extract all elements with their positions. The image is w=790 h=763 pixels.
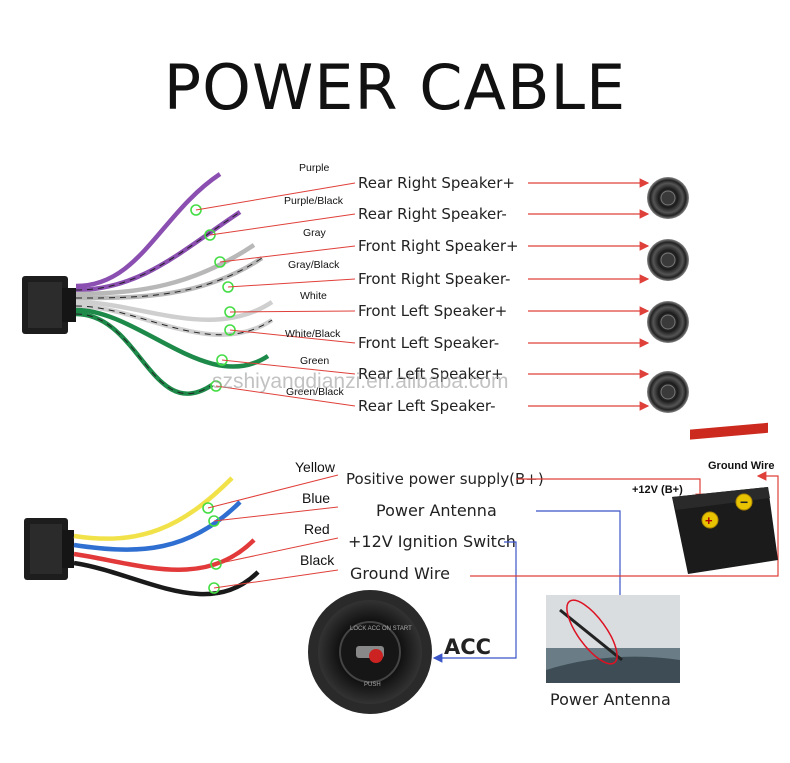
speaker-wire [75, 299, 274, 323]
speaker-wire-color-label: Purple [299, 162, 330, 174]
power-wire-color-label: Red [304, 521, 330, 537]
speaker-wire-stripe [75, 257, 263, 299]
svg-text:PUSH: PUSH [364, 682, 381, 688]
speaker-wire-stripe [75, 305, 273, 336]
speaker-leader-line [209, 213, 356, 236]
battery: + − +12V (B+) Ground Wire [632, 422, 778, 574]
speaker-wire [75, 172, 222, 289]
battery-ground-label: Ground Wire [708, 460, 775, 472]
speaker-wire-color-label: Gray [303, 227, 327, 239]
svg-text:−: − [740, 494, 748, 510]
power-leader-line [213, 569, 339, 589]
speaker-leader-line [215, 385, 356, 407]
speaker-icon [647, 177, 689, 219]
speaker-wire-color-label: Purple/Black [284, 195, 344, 207]
speaker-wire-color-label: White/Black [285, 328, 341, 340]
solder-point-ring [224, 324, 236, 336]
power-wire [73, 538, 256, 572]
power-wire-color-label: Black [300, 552, 335, 568]
speaker-function-label: Rear Left Speaker+ [358, 365, 504, 383]
speaker-wire-stripe [75, 211, 241, 291]
solder-point-ring [208, 582, 220, 594]
speaker-icon [647, 239, 689, 281]
ground-line [470, 471, 779, 577]
speaker-wire-color-label: Green/Black [286, 386, 345, 398]
speaker-wire [75, 210, 242, 293]
battery-label: +12V (B+) [632, 484, 683, 496]
speaker-leader-line [221, 359, 356, 375]
battery-negative-terminal [735, 493, 753, 511]
speaker-wire-color-label: White [300, 290, 327, 302]
svg-text:LOCK ACC ON START: LOCK ACC ON START [350, 626, 412, 632]
power-wire-color-label: Yellow [295, 459, 336, 475]
speaker-wire [75, 243, 256, 297]
speaker-function-label: Front Left Speaker- [358, 334, 499, 352]
solder-point-ring [210, 558, 222, 570]
speaker-leader-line [229, 329, 356, 344]
solder-point-ring [202, 502, 214, 514]
solder-point-ring [214, 256, 226, 268]
solder-point-ring [208, 515, 220, 527]
svg-text:+: + [705, 513, 713, 528]
speaker-icon [647, 301, 689, 343]
power-wire-color-label: Blue [302, 490, 330, 506]
speaker-function-label: Front Left Speaker+ [358, 302, 507, 320]
power-leader-line [207, 474, 339, 509]
speaker-leader-line [229, 310, 356, 313]
speaker-function-label: Front Right Speaker+ [358, 237, 519, 255]
solder-point-ring [216, 354, 228, 366]
antenna-photo [546, 595, 680, 683]
speaker-leader-line [195, 182, 356, 211]
speaker-function-label: Front Right Speaker- [358, 270, 510, 288]
speaker-wire-stripe [75, 313, 213, 394]
page-title: POWER CABLE [163, 51, 627, 124]
solder-point-ring [190, 204, 202, 216]
solder-point-ring [210, 380, 222, 392]
battery-positive-terminal [701, 511, 719, 529]
power-harness [24, 476, 260, 597]
speaker-wire [75, 307, 270, 369]
power-wire [73, 476, 234, 541]
speaker-wire [75, 311, 214, 396]
speaker-function-label: Rear Right Speaker- [358, 205, 507, 223]
speaker-icon [647, 371, 689, 413]
power-wire [73, 500, 242, 552]
speaker-function-label: Rear Left Speaker- [358, 397, 496, 415]
power-function-label: +12V Ignition Switch [348, 532, 516, 551]
speaker-leader-line [227, 278, 356, 288]
power-wire [73, 560, 260, 597]
power-leader-line [215, 537, 339, 565]
power-function-label: Ground Wire [350, 564, 450, 583]
speaker-function-label: Rear Right Speaker+ [358, 174, 515, 192]
speaker-harness [22, 172, 274, 396]
watermark: szshiyangdianzi.en.alibaba.com [212, 370, 509, 393]
ignition-switch-image: LOCK ACC ON START PUSH [308, 590, 432, 714]
speaker-wire-color-label: Gray/Black [288, 259, 340, 271]
speaker-leader-line [219, 245, 356, 263]
power-leader-line [213, 506, 339, 522]
power-function-label: Positive power supply(B+) [346, 470, 544, 488]
acc-line [432, 541, 517, 663]
power-function-label: Power Antenna [376, 501, 497, 520]
speaker-wire-color-label: Green [300, 355, 329, 367]
acc-label: ACC [444, 635, 491, 659]
antenna-caption: Power Antenna [550, 690, 671, 709]
solder-point-ring [204, 229, 216, 241]
